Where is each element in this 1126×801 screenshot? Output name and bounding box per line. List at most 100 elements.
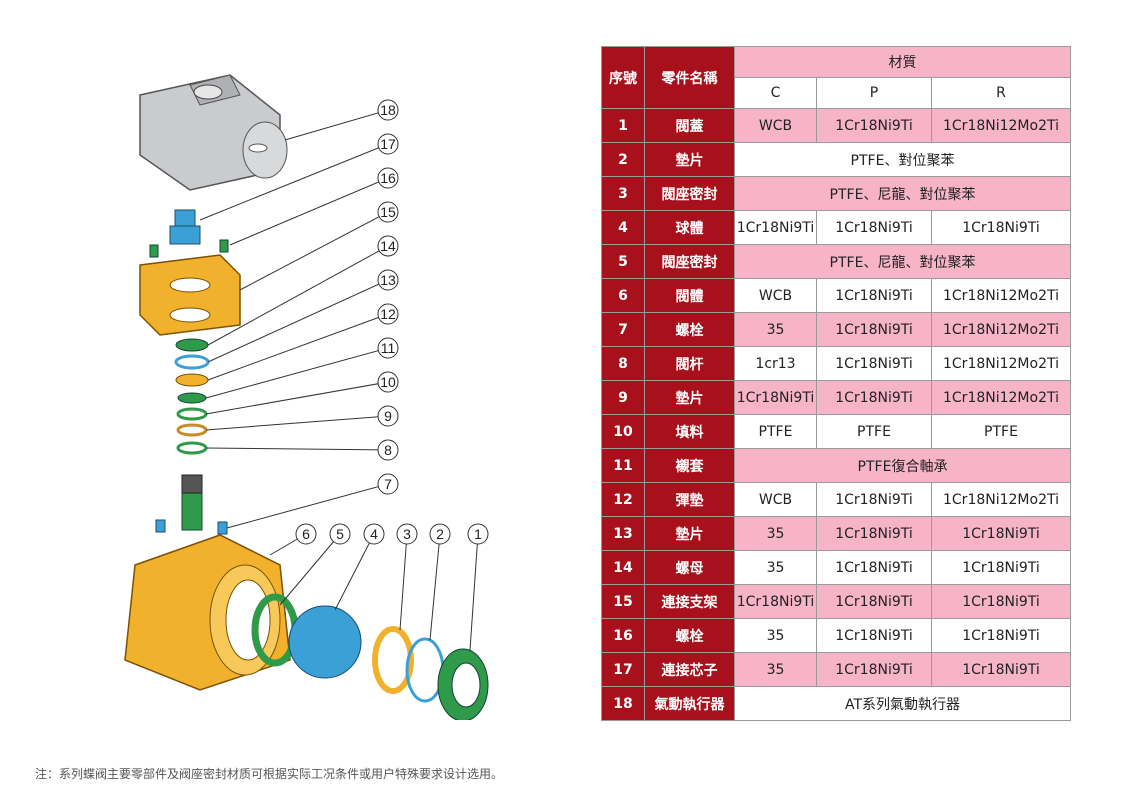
bolt-part — [149, 239, 229, 258]
row-material-r: 1Cr18Ni9Ti — [931, 652, 1071, 687]
callout-circle — [377, 303, 399, 325]
leader-line — [239, 211, 389, 291]
callout-number: 4 — [370, 526, 378, 542]
callout-circle — [329, 523, 351, 545]
row-part-name: 連接支架 — [644, 584, 735, 619]
stem-part — [181, 474, 203, 531]
row-material-all: PTFE、對位聚苯 — [734, 142, 1071, 177]
callout-circle — [377, 337, 399, 359]
row-material-r: 1Cr18Ni12Mo2Ti — [931, 482, 1071, 517]
row-number: 13 — [601, 516, 645, 551]
row-number: 17 — [601, 652, 645, 687]
row-material-c: 35 — [734, 312, 817, 347]
callout-number: 13 — [380, 272, 396, 288]
row-part-name: 閥體 — [644, 278, 735, 313]
callout-circle — [377, 473, 399, 495]
row-material-c: 35 — [734, 550, 817, 585]
row-number: 8 — [601, 346, 645, 381]
row-part-name: 螺母 — [644, 550, 735, 585]
row-material-r: 1Cr18Ni12Mo2Ti — [931, 108, 1071, 143]
callout-number: 5 — [336, 526, 344, 542]
callout-circle — [377, 167, 399, 189]
row-part-name: 閥座密封 — [644, 176, 735, 211]
row-material-r: 1Cr18Ni12Mo2Ti — [931, 346, 1071, 381]
row-material-c: WCB — [734, 278, 817, 313]
callout-number: 14 — [380, 238, 396, 254]
header-grade-r: R — [931, 77, 1071, 109]
leader-line — [207, 279, 389, 363]
row-part-name: 閥座密封 — [644, 244, 735, 279]
callout-circle — [295, 523, 317, 545]
row-material-p: 1Cr18Ni9Ti — [816, 482, 932, 517]
row-number: 1 — [601, 108, 645, 143]
row-number: 12 — [601, 482, 645, 517]
row-material-c: 1Cr18Ni9Ti — [734, 210, 817, 245]
callout-number: 6 — [302, 526, 310, 542]
callout-circle — [377, 133, 399, 155]
leader-line — [429, 533, 441, 641]
row-number: 2 — [601, 142, 645, 177]
row-part-name: 閥杆 — [644, 346, 735, 381]
row-material-r: 1Cr18Ni9Ti — [931, 550, 1071, 585]
callout-circle — [363, 523, 385, 545]
ring-stack — [174, 338, 210, 455]
row-material-r: 1Cr18Ni12Mo2Ti — [931, 380, 1071, 415]
callout-circle — [377, 405, 399, 427]
row-material-r: 1Cr18Ni9Ti — [931, 618, 1071, 653]
valve-body-part — [124, 534, 291, 691]
leader-line — [279, 533, 341, 606]
row-material-p: 1Cr18Ni9Ti — [816, 516, 932, 551]
header-grade-c: C — [734, 77, 817, 109]
header-material: 材質 — [734, 46, 1071, 78]
row-part-name: 墊片 — [644, 380, 735, 415]
row-number: 15 — [601, 584, 645, 619]
callout-circle — [377, 235, 399, 257]
row-material-p: 1Cr18Ni9Ti — [816, 312, 932, 347]
row-material-c: 35 — [734, 516, 817, 551]
leader-line — [205, 347, 389, 399]
row-material-p: 1Cr18Ni9Ti — [816, 584, 932, 619]
row-material-c: WCB — [734, 482, 817, 517]
leader-line — [205, 415, 389, 431]
row-material-all: PTFE復合軸承 — [734, 448, 1071, 483]
leader-line — [399, 533, 408, 631]
callout-number: 18 — [380, 102, 396, 118]
row-part-name: 氣動執行器 — [644, 686, 735, 721]
callout-number: 10 — [380, 374, 396, 390]
row-material-p: PTFE — [816, 414, 932, 449]
row-part-name: 襯套 — [644, 448, 735, 483]
row-material-c: 1Cr18Ni9Ti — [734, 584, 817, 619]
row-material-r: 1Cr18Ni9Ti — [931, 584, 1071, 619]
row-material-r: 1Cr18Ni9Ti — [931, 516, 1071, 551]
row-material-all: AT系列氣動執行器 — [734, 686, 1071, 721]
row-part-name: 墊片 — [644, 142, 735, 177]
row-material-r: 1Cr18Ni12Mo2Ti — [931, 312, 1071, 347]
ball-part — [288, 605, 362, 679]
row-material-c: WCB — [734, 108, 817, 143]
leader-line — [207, 245, 389, 346]
actuator-part — [139, 74, 288, 191]
coupling-part — [169, 209, 201, 245]
row-material-c: 1cr13 — [734, 346, 817, 381]
callout-number: 15 — [380, 204, 396, 220]
row-material-c: 35 — [734, 618, 817, 653]
row-material-p: 1Cr18Ni9Ti — [816, 652, 932, 687]
row-part-name: 連接芯子 — [644, 652, 735, 687]
leader-line — [205, 381, 389, 415]
callout-circle — [377, 371, 399, 393]
header-part-name: 零件名稱 — [644, 46, 735, 109]
row-number: 10 — [601, 414, 645, 449]
